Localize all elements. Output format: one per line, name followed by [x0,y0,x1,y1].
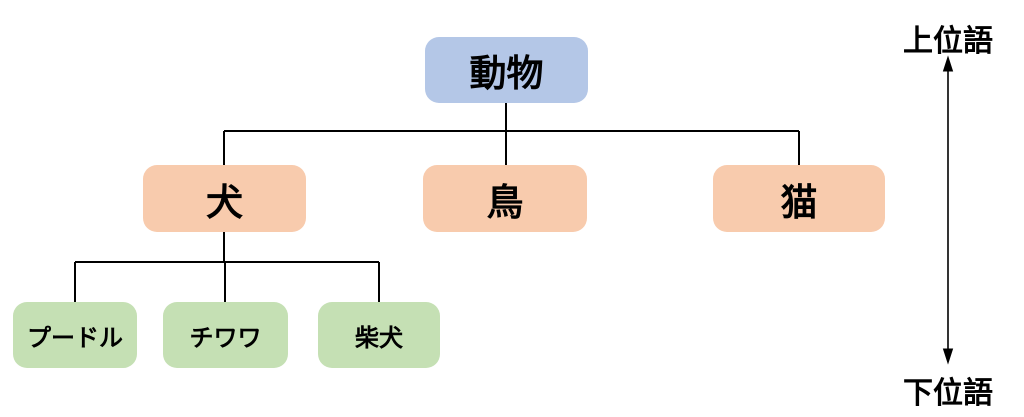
node-bird: 鳥 [423,165,587,232]
tree-branch-lines [74,103,800,303]
node-shiba-inu: 柴犬 [318,302,440,368]
hyponym-label: 下位語 [903,377,993,410]
node-poodle-label: プードル [27,324,123,352]
vertical-double-arrow-icon [942,55,954,365]
node-cat-label: 猫 [780,181,818,223]
node-bird-label: 鳥 [486,181,524,223]
node-chihuahua: チワワ [163,302,288,368]
node-dog-label: 犬 [206,181,243,223]
node-shiba-inu-label: 柴犬 [355,324,403,352]
node-poodle: プードル [13,302,137,368]
hypernym-label: 上位語 [903,25,993,58]
node-chihuahua-label: チワワ [189,324,262,352]
node-cat: 猫 [713,165,885,232]
node-animal: 動物 [425,37,588,103]
node-dog: 犬 [143,165,306,232]
node-animal-label: 動物 [469,53,544,94]
